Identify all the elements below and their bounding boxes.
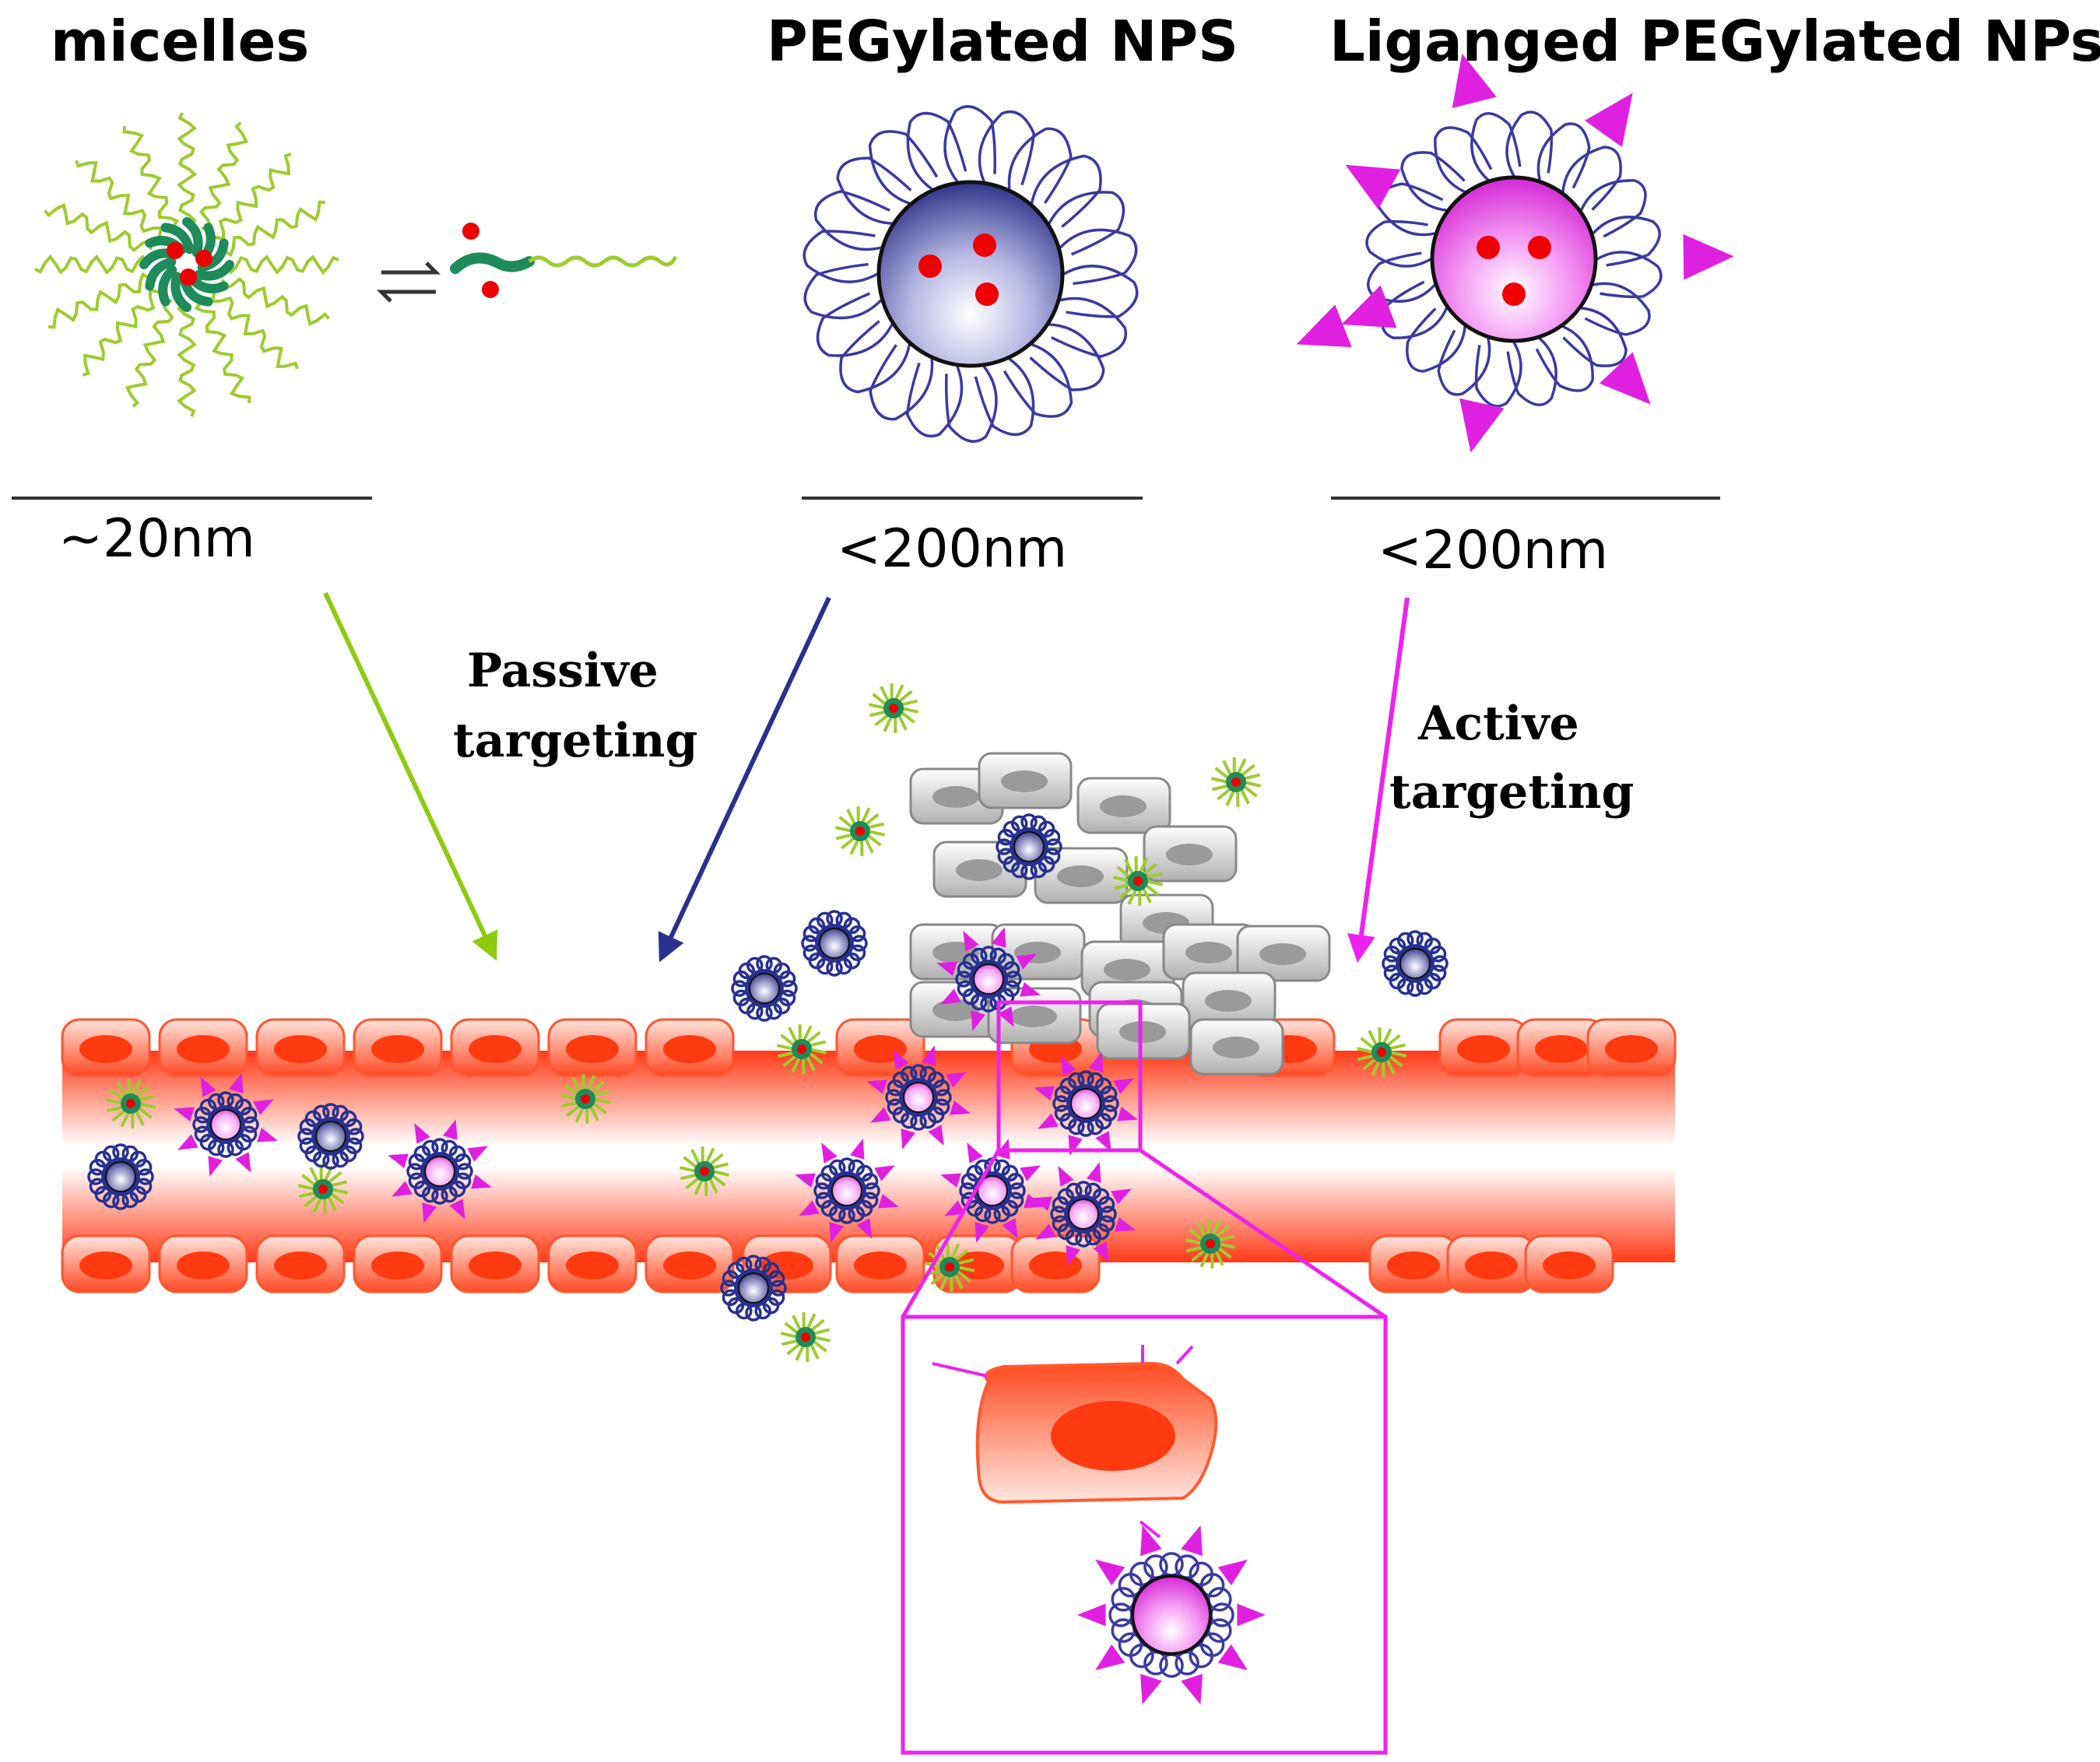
micelle-particle: [560, 1074, 611, 1124]
micelle-particle: [105, 1079, 156, 1128]
passive-arrow-blue: [658, 596, 831, 963]
pegylated-np-particle: [996, 813, 1062, 880]
passive-targeting-label-line1: Passive: [467, 644, 658, 698]
peg-chains: [1365, 111, 1663, 408]
liganged-np-particle: [795, 1139, 899, 1243]
active-targeting-label-line2: targeting: [1389, 765, 1634, 820]
endothelial-cells-bottom: [61, 1234, 1614, 1293]
liganged-np-particle: [936, 927, 1041, 1031]
scattered-nanoparticles: [87, 683, 1449, 1362]
liganged-np-particle: [388, 1119, 492, 1223]
pegylated-np-particle: [731, 955, 798, 1022]
micelle-particle: [1112, 856, 1164, 906]
pegylated-np-particle: [1382, 930, 1449, 997]
header-liganged-pegylated-nps: Liganged PEGylated NPs: [1329, 9, 2100, 74]
surfactant-unimer: [450, 223, 678, 298]
passive-targeting-label-line2: targeting: [453, 714, 697, 768]
size-micelles: ~20nm: [58, 508, 255, 570]
tumor-cell-cluster: [909, 752, 1331, 1076]
zoom-source-box: [996, 1000, 1143, 1153]
pegylated-np-particle: [801, 910, 868, 977]
micelle-particle: [868, 683, 919, 733]
size-pegylated: <200nm: [837, 518, 1067, 580]
active-arrow: [1347, 597, 1410, 963]
pegylated-np-illustration: [802, 105, 1139, 443]
micelle-particle: [1356, 1027, 1407, 1077]
zoom-endothelial-cell: [932, 1345, 1218, 1539]
equilibrium-arrows-icon: [376, 261, 441, 303]
liganged-np-particle: [174, 1072, 278, 1177]
zoom-connectors: [901, 1148, 1387, 1319]
micelle-particle: [1185, 1219, 1236, 1269]
pegylated-np-particle: [297, 1103, 364, 1170]
micelle-particle: [780, 1312, 831, 1362]
endothelial-cells-top: [61, 1018, 1677, 1077]
ligand-icons: [1296, 53, 1734, 453]
zoom-liganged-np: [1077, 1525, 1266, 1705]
blood-vessel: [61, 1018, 1677, 1293]
liganged-np-particle: [866, 1045, 971, 1150]
liganged-pegylated-np-illustration: [1296, 53, 1734, 453]
peg-chains: [802, 105, 1139, 443]
micelle-particle: [776, 1024, 827, 1074]
pegylated-np-particle: [720, 1255, 787, 1322]
micelle-particle: [1210, 757, 1262, 807]
active-targeting-label-line1: Active: [1417, 697, 1579, 751]
micelle-illustration: [34, 112, 339, 417]
header-pegylated-nps: PEGylated NPS: [767, 9, 1238, 74]
pegylated-np-particle: [87, 1143, 154, 1210]
size-liganged: <200nm: [1378, 520, 1608, 581]
micelle-particle: [679, 1146, 730, 1196]
passive-arrow-green: [323, 591, 498, 961]
micelle-particle: [834, 806, 886, 856]
micelle-particle: [297, 1164, 349, 1214]
liganged-np-particle: [940, 1139, 1045, 1243]
header-micelles: micelles: [51, 9, 309, 74]
liganged-np-particle: [1031, 1162, 1136, 1266]
liganged-np-particle: [1034, 1051, 1138, 1156]
